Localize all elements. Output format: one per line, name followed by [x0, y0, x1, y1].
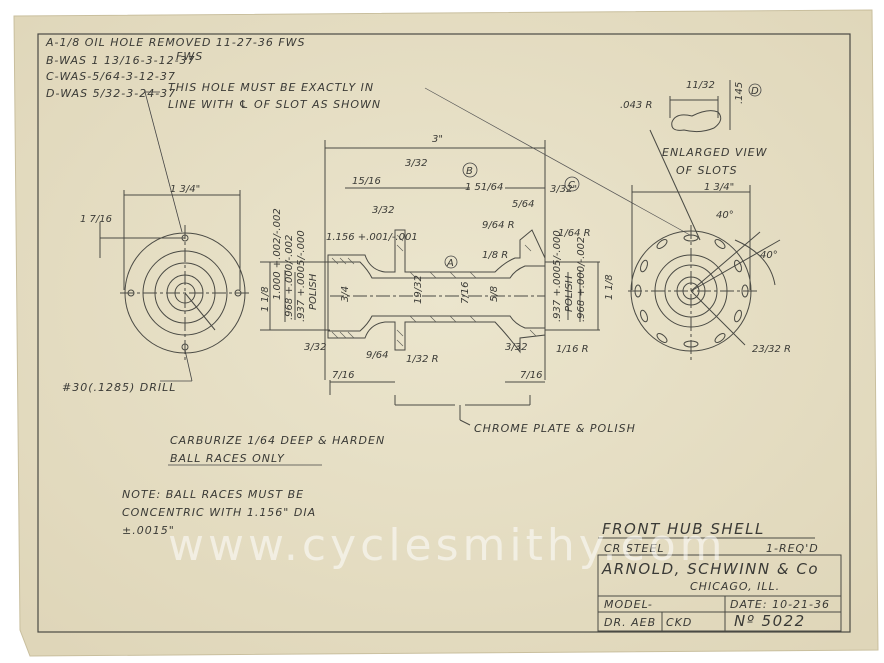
leader-hole-note	[144, 91, 183, 233]
title-drawn-by: DR. AEB	[604, 616, 656, 629]
dim-slot-11-32: 11/32	[686, 80, 715, 91]
dim-1156: 1.156 +.001/-.001	[326, 232, 418, 243]
dim-7-16-right: 7/16	[520, 370, 542, 381]
revision-initials: FWS	[176, 50, 203, 63]
dim-bottom-1-16: 1/16 R	[556, 344, 589, 355]
title-city: CHICAGO, ILL.	[690, 580, 780, 593]
title-drawing-number: Nº 5022	[734, 612, 806, 630]
hub-section	[260, 140, 600, 426]
dim-bottom-3-32-right: 3/32	[505, 342, 527, 353]
dim-3-32-right: 3/32"	[550, 184, 577, 195]
drill-note: #30(.1285) DRILL	[62, 381, 176, 394]
title-date: DATE: 10-21-36	[730, 598, 830, 611]
dim-angle-40-top: 40°	[716, 210, 734, 221]
drawing-border	[37, 33, 851, 633]
title-model: MODEL-	[604, 598, 653, 611]
revision-d: D-WAS 5/32-3-24-37	[46, 87, 176, 100]
marker-a: A	[444, 255, 458, 269]
slot-detail	[649, 80, 731, 241]
title-part-name: FRONT HUB SHELL	[602, 520, 765, 538]
dim-1-8-radius: 1/8 R	[482, 250, 508, 261]
svg-text:D: D	[751, 86, 759, 97]
dim-1-1-8-right: 1 1/8	[604, 274, 615, 300]
svg-text:A: A	[446, 258, 454, 269]
dim-radius-23-32: 23/32 R	[752, 344, 791, 355]
leader-slot-line	[424, 87, 691, 236]
dim-bottom-1-32: 1/32 R	[406, 354, 439, 365]
paper	[13, 9, 879, 657]
dim-bore-968: .968 +.000/-.002	[284, 235, 295, 320]
carburize-note-line1: CARBURIZE 1/64 DEEP & HARDEN	[170, 434, 385, 447]
title-quantity: 1-REQ'D	[766, 542, 819, 555]
dim-bottom-9-64: 9/64	[366, 350, 388, 361]
dim-5-64: 5/64	[512, 199, 534, 210]
title-company: ARNOLD, SCHWINN & Co	[601, 560, 819, 578]
watermark: www.cyclesmithy.com	[168, 520, 727, 571]
dim-bore-937: .937 +.0005/-.000	[296, 230, 307, 322]
dim-5-8: 5/8	[489, 286, 500, 302]
dim-left-hole-dia: 1 7/16	[80, 214, 112, 225]
svg-text:B: B	[466, 166, 473, 177]
dim-15-16: 15/16	[352, 176, 381, 187]
carburize-note-line2: BALL RACES ONLY	[170, 452, 285, 465]
dim-1-51-64: 1 51/64	[465, 182, 503, 193]
svg-text:C: C	[568, 180, 575, 191]
dim-1-1-8-left: 1 1/8	[260, 286, 271, 312]
marker-d: D	[748, 83, 762, 97]
dim-bore-937-right: .937 +.0005/-.000	[552, 230, 563, 322]
left-flange-view	[99, 190, 250, 360]
right-flange-view	[628, 185, 781, 360]
dim-bore-968-right: .968 +.000/-.002	[576, 237, 587, 322]
dim-slot-145: .145	[734, 82, 745, 104]
concentric-note-line3: ±.0015"	[122, 524, 175, 537]
hub-hatching	[331, 234, 537, 347]
marker-b: B	[462, 162, 478, 178]
dim-9-64-radius: 9/64 R	[482, 220, 515, 231]
dim-angle-40-right: 40°	[760, 250, 778, 261]
dim-3-32-top: 3/32	[405, 158, 427, 169]
enlarged-view-line1: ENLARGED VIEW	[662, 146, 768, 159]
revision-notes: A-1/8 OIL HOLE REMOVED 11-27-36 FWS B-WA…	[45, 36, 306, 100]
label-polish-right: POLISH	[564, 275, 575, 312]
revision-c: C-WAS-5/64-3-12-37	[46, 70, 176, 83]
concentric-note-line1: NOTE: BALL RACES MUST BE	[122, 488, 304, 501]
dim-3-32-mid: 3/32	[372, 205, 394, 216]
dim-bottom-3-32: 3/32	[304, 342, 326, 353]
hole-note-line2: LINE WITH ℄ OF SLOT AS SHOWN	[168, 98, 381, 111]
dim-flange-right: 1 3/4"	[704, 182, 734, 193]
dim-flange-left: 1 3/4"	[170, 184, 200, 195]
dim-7-16-left: 7/16	[332, 370, 354, 381]
title-material: CR STEEL	[604, 542, 665, 555]
revision-b: B-WAS 1 13/16-3-12-37	[46, 54, 196, 67]
dim-3-4: 3/4	[340, 286, 351, 302]
title-block	[597, 537, 842, 632]
dim-1-64-radius: 1/64 R	[558, 228, 591, 239]
dim-19-32: 19/32	[413, 275, 424, 304]
dim-overall-length: 3"	[432, 134, 443, 145]
marker-c: C	[564, 176, 580, 192]
chrome-note: CHROME PLATE & POLISH	[474, 422, 636, 435]
enlarged-view-line2: OF SLOTS	[676, 164, 738, 177]
dim-bore-1000: 1.000 +.002/-.002	[272, 208, 283, 300]
hole-note-line1: THIS HOLE MUST BE EXACTLY IN	[168, 81, 374, 94]
dim-7-16: 7/16	[460, 282, 471, 304]
concentric-note-line2: CONCENTRIC WITH 1.156" DIA	[122, 506, 316, 519]
title-checked: CKD	[666, 616, 692, 629]
label-polish-left: POLISH	[308, 273, 319, 310]
revision-a: A-1/8 OIL HOLE REMOVED 11-27-36 FWS	[45, 36, 306, 49]
dim-slot-043: .043 R	[620, 100, 652, 111]
